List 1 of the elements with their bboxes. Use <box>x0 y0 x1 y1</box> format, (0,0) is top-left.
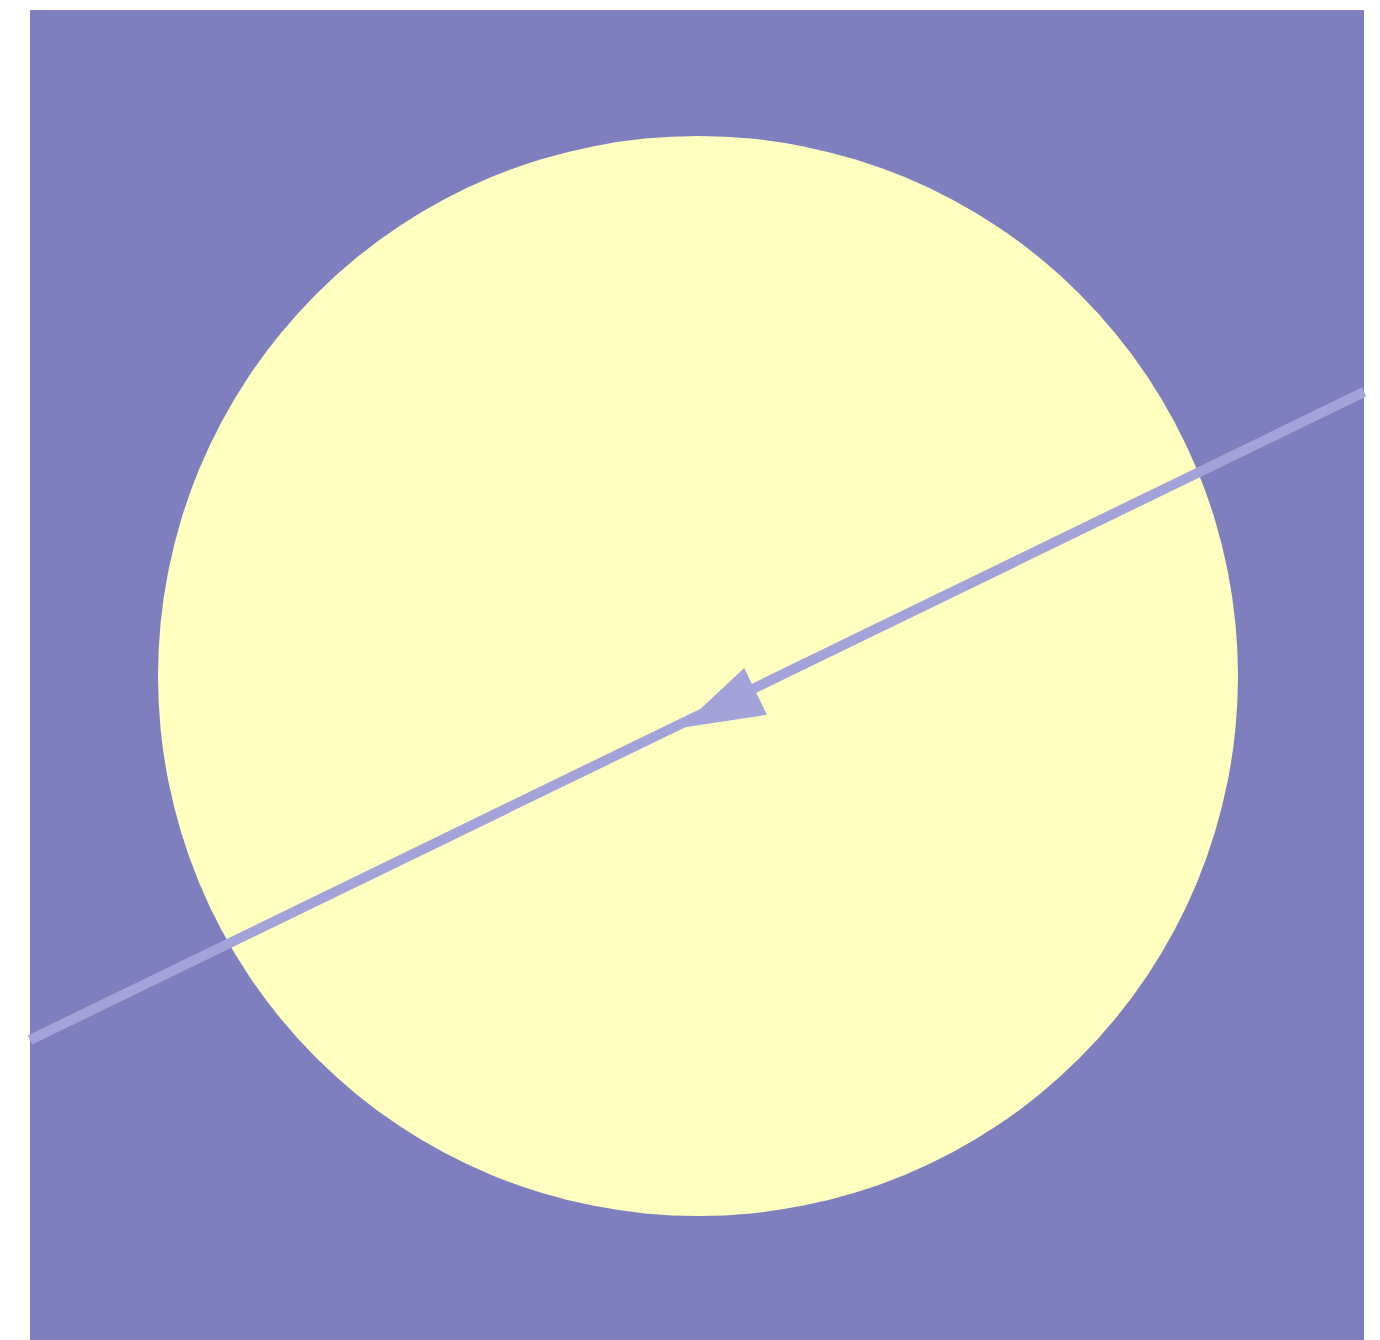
circle-shape <box>158 136 1238 1216</box>
